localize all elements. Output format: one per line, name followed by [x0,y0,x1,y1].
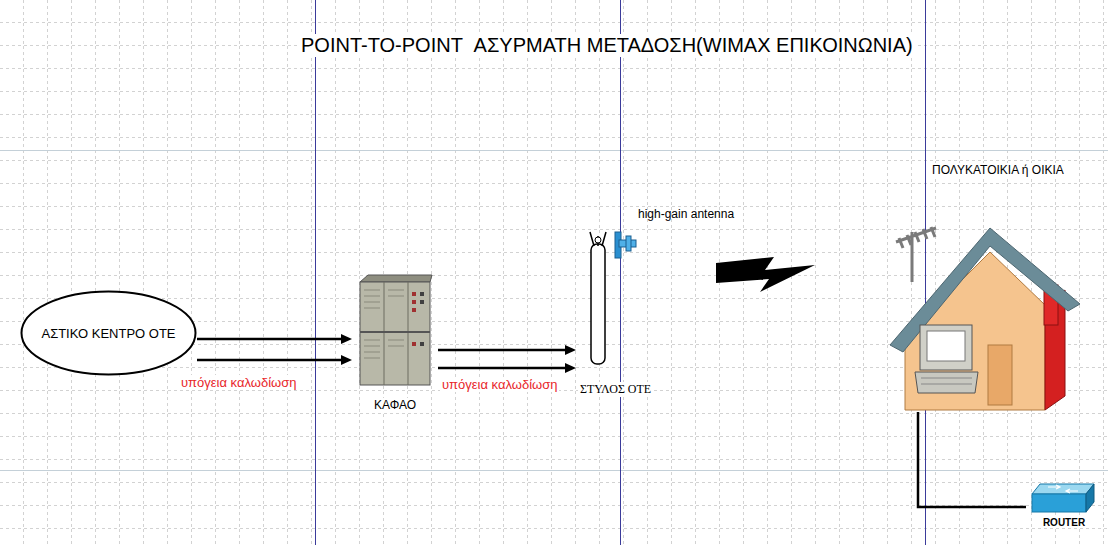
arrow-head [341,334,352,344]
house-node: ΠΟΛΥΚΑΤΟΙΚΙΑ ή ΟΙΚΙΑ [888,160,1083,412]
connector-label: υπόγεια καλωδίωση [440,377,559,392]
connector-line [197,359,343,362]
node-text: ΑΣΤΙΚΟ ΚΕΝΤΡΟ ΟΤΕ [41,326,175,341]
cabinet-illustration [360,275,432,385]
connector [197,355,352,365]
cabinet-node: ΚΑΦΑΟ [352,272,438,418]
node-text: ROUTER [1041,517,1087,528]
router-illustration [1032,484,1094,512]
connector [197,334,352,344]
arrow-head [565,363,576,373]
house-illustration [890,227,1080,410]
connector [438,363,576,373]
annotation-label: high-gain antenna [638,207,734,221]
arrow-head [565,345,576,355]
router-node: ROUTER [1026,480,1102,534]
diagram-title: POINT-TO-POINT ΑΣΥΡΜΑΤΗ ΜΕΤΑΔΟΣΗ(WIMAX Ε… [298,34,916,57]
node-text: ΣΤΥΛΟΣ ΟΤΕ [578,382,653,397]
connector-line [918,412,1026,507]
connector [918,412,1026,507]
pole-node: ΣΤΥΛΟΣ ΟΤΕ [576,222,660,404]
node-text: ΚΑΦΑΟ [372,398,418,412]
antenna-illustration [615,232,636,258]
node-text: ΠΟΛΥΚΑΤΟΙΚΙΑ ή ΟΙΚΙΑ [930,163,1066,177]
connector [438,345,576,355]
connector-line [438,349,567,352]
arrow-head [341,355,352,365]
wireless-bolt [716,257,815,292]
connector-label: υπόγεια καλωδίωση [179,375,298,390]
connector-line [197,338,343,341]
exchange-ellipse: ΑΣΤΙΚΟ ΚΕΝΤΡΟ ΟΤΕ [20,290,197,376]
connector-line [438,367,567,370]
ellipse-shape [22,292,196,375]
pole-illustration [590,232,606,364]
